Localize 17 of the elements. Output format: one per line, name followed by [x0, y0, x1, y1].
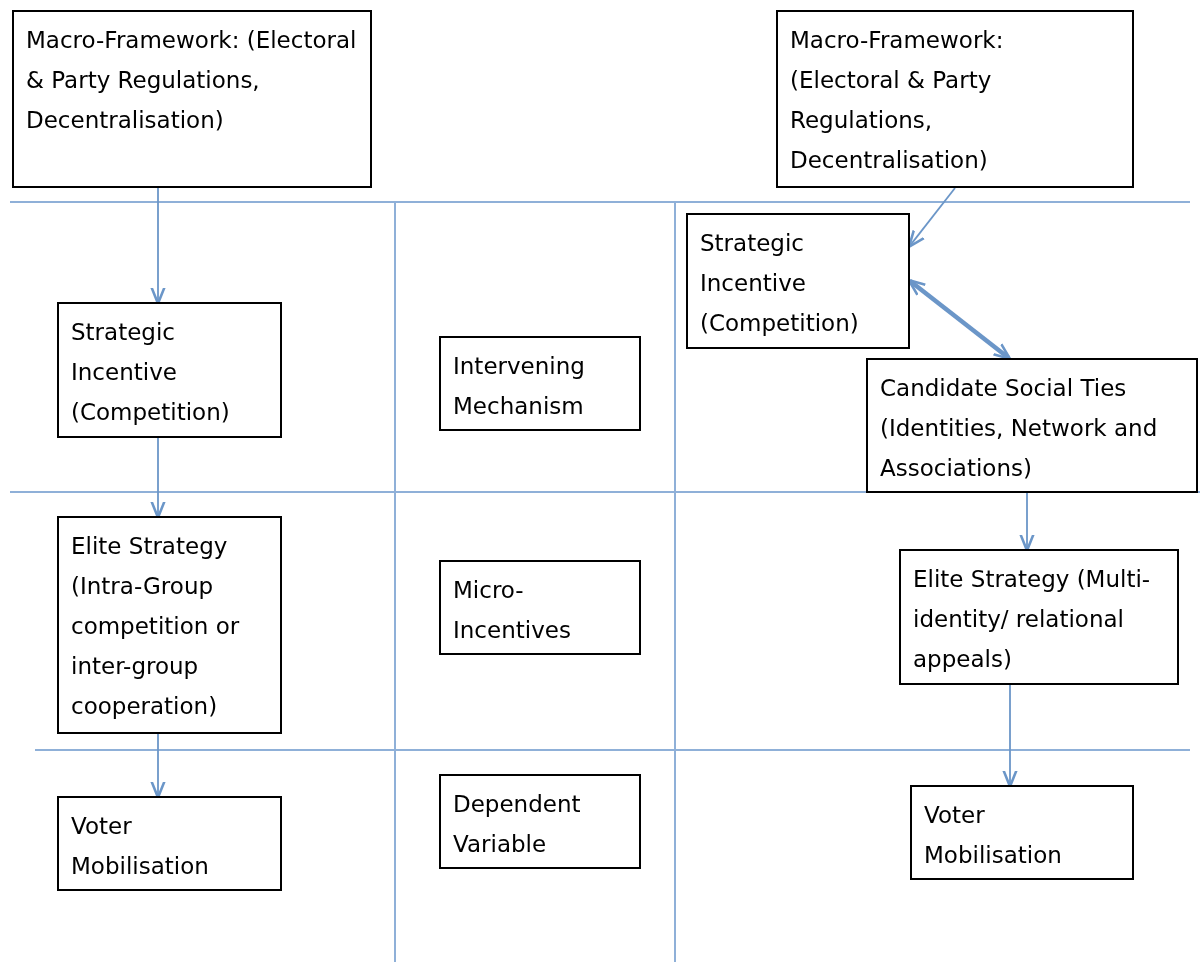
- text-box: Macro-Framework: (Electoral & Party Regulations, Decentralisation): [776, 10, 1134, 188]
- text-box: Elite Strategy (Intra-Group competition or inter-group cooperation): [57, 516, 282, 734]
- text-box: Strategic Incentive (Competition): [57, 302, 282, 438]
- text-box: Macro-Framework: (Electoral & Party Regulations, Decentralisation): [12, 10, 372, 188]
- arrow: [150, 733, 166, 799]
- text-box: Voter Mobilisation: [57, 796, 282, 891]
- text-box: Voter Mobilisation: [910, 785, 1134, 880]
- arrow: [150, 187, 166, 305]
- text-box: Intervening Mechanism: [439, 336, 641, 431]
- text-box: Micro-Incentives: [439, 560, 641, 655]
- arrow: [1019, 492, 1035, 552]
- arrow: [150, 437, 166, 519]
- text-box: Dependent Variable: [439, 774, 641, 869]
- arrow: [1002, 684, 1018, 788]
- text-box: Elite Strategy (Multi-identity/ relational appeals): [899, 549, 1179, 685]
- text-box: Strategic Incentive (Competition): [686, 213, 910, 349]
- text-box: Candidate Social Ties (Identities, Network and Associations): [866, 358, 1198, 493]
